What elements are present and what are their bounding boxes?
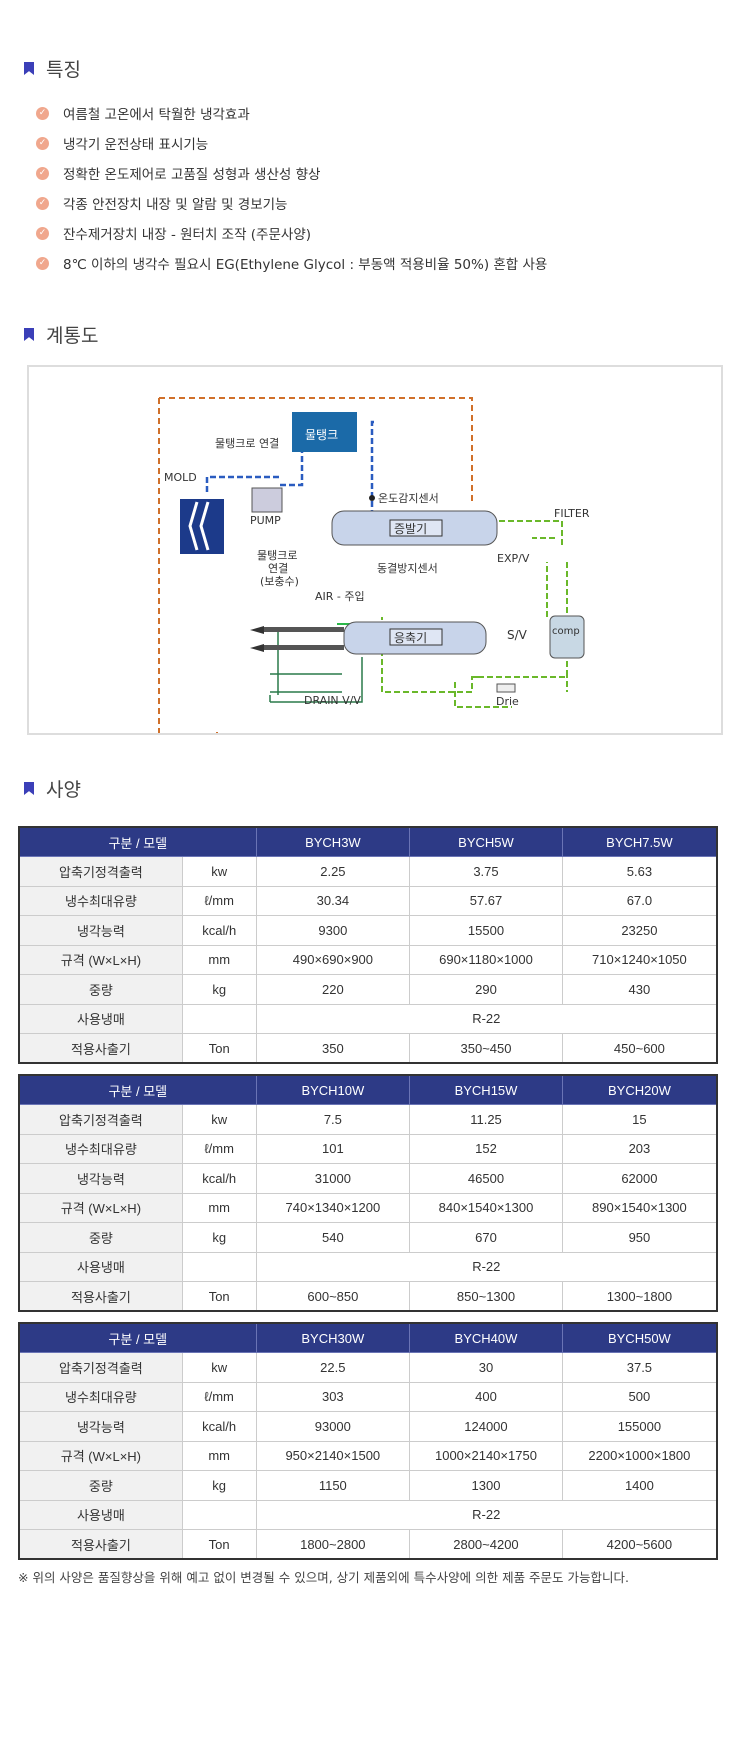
svg-text:(보충수): (보충수) (260, 575, 299, 588)
pump (251, 487, 283, 513)
svg-text:온도감지센서: 온도감지센서 (378, 492, 439, 505)
check-icon: ✓ (36, 196, 49, 210)
model-header: BYCH3W (255, 826, 411, 857)
spec-note: ※ 위의 사양은 품질향상을 위해 예고 없이 변경될 수 있으며, 상기 제품… (18, 1570, 629, 1585)
feature-item: ✓여름철 고온에서 탁월한 냉각효과 (36, 98, 547, 128)
svg-text:연결: 연결 (268, 562, 288, 575)
bookmark-icon (24, 782, 34, 795)
check-icon: ✓ (36, 166, 49, 180)
feature-item: ✓냉각기 운전상태 표시기능 (36, 128, 547, 158)
check-icon: ✓ (36, 256, 49, 270)
model-header: BYCH10W (255, 1074, 411, 1105)
check-icon: ✓ (36, 136, 49, 150)
model-header: BYCH15W (409, 1074, 563, 1105)
model-header: BYCH30W (255, 1322, 411, 1353)
model-header: BYCH20W (561, 1074, 718, 1105)
water-tank (292, 412, 357, 452)
svg-text:MOLD: MOLD (164, 471, 197, 484)
svg-text:증발기: 증발기 (394, 522, 427, 536)
model-header: BYCH50W (561, 1322, 718, 1353)
bookmark-icon (24, 62, 34, 75)
bookmark-icon (24, 328, 34, 341)
svg-text:S/V: S/V (507, 628, 528, 642)
feature-item: ✓잔수제거장치 내장 - 원터치 조작 (주문사양) (36, 218, 547, 248)
refrigerant-line (381, 520, 568, 708)
svg-text:물탱크로: 물탱크로 (257, 549, 297, 562)
svg-text:물탱크: 물탱크 (305, 428, 338, 442)
compressor (549, 615, 585, 659)
feature-item: ✓정확한 온도제어로 고품질 성형과 생산성 향상 (36, 158, 547, 188)
features-heading: 특징 (24, 55, 81, 82)
svg-text:응축기: 응축기 (394, 631, 427, 645)
feature-item: ✓각종 안전장치 내장 및 알람 및 경보기능 (36, 188, 547, 218)
svg-text:Drie: Drie (496, 695, 519, 708)
features-list: ✓여름철 고온에서 탁월한 냉각효과✓냉각기 운전상태 표시기능✓정확한 온도제… (36, 98, 547, 278)
svg-text:DRAIN V/V: DRAIN V/V (304, 694, 361, 707)
svg-text:AIR - 주입: AIR - 주입 (315, 590, 365, 603)
system-diagram: 물탱크 물탱크로 연결 MOLD PUMP 온도감지센서 증발기 FILTER … (27, 365, 723, 763)
check-icon: ✓ (36, 226, 49, 240)
cold-water-line (205, 414, 374, 512)
svg-text:comp: comp (552, 626, 580, 637)
model-header: BYCH40W (409, 1322, 563, 1353)
check-icon: ✓ (36, 106, 49, 120)
model-header: BYCH5W (409, 826, 563, 857)
svg-text:동결방지센서: 동결방지센서 (377, 562, 438, 575)
feature-item: ✓8℃ 이하의 냉각수 필요시 EG(Ethylene Glycol : 부동액… (36, 248, 547, 278)
svg-text:PUMP: PUMP (250, 514, 281, 527)
svg-text:EXP/V: EXP/V (497, 552, 530, 565)
svg-text:FILTER: FILTER (554, 507, 590, 520)
spec-heading: 사양 (24, 775, 81, 802)
diagram-heading: 계통도 (24, 321, 98, 348)
svg-text:물탱크로 연결: 물탱크로 연결 (215, 437, 279, 450)
model-header: BYCH7.5W (561, 826, 718, 857)
